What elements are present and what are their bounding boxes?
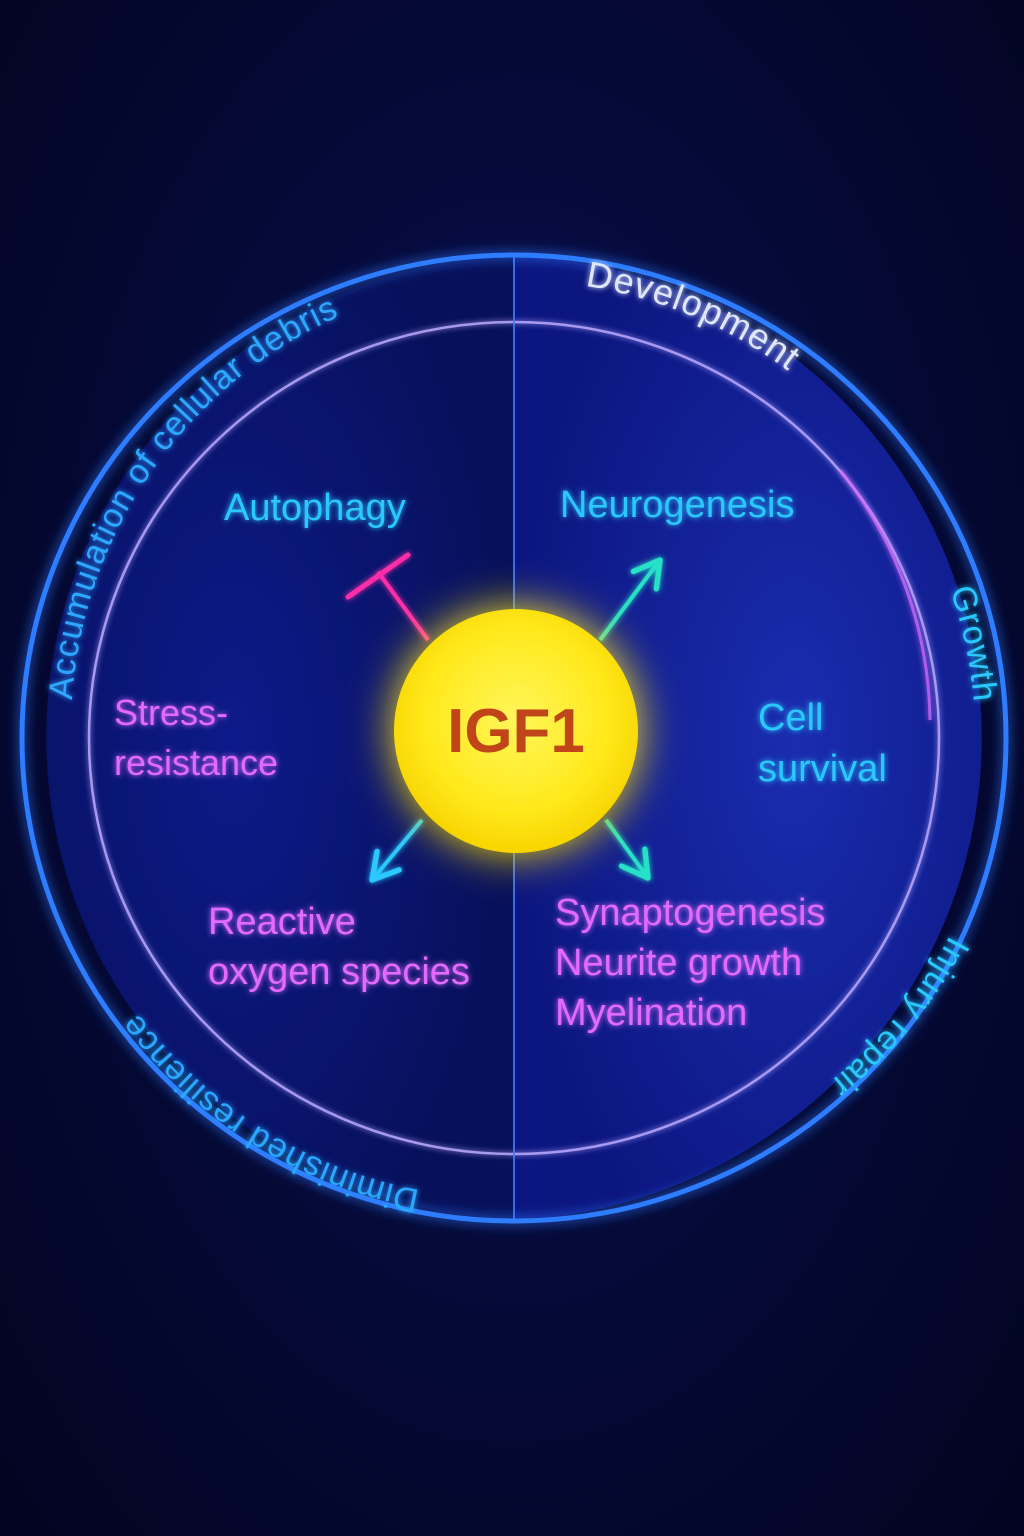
stress-label-line1: Stress-: [114, 692, 228, 733]
myelination-label: Myelination: [555, 992, 747, 1034]
neurogenesis-arrow: [598, 557, 663, 642]
left-half-disc: [46, 255, 515, 1220]
autophagy-inhibit-bar: [345, 552, 411, 600]
autophagy-inhibit-line: [376, 570, 430, 642]
stress-label-line2: resistance: [114, 742, 278, 783]
ros-arrow: [369, 818, 424, 883]
autophagy-label: Autophagy: [224, 487, 406, 529]
neurogenesis-label: Neurogenesis: [560, 484, 794, 526]
synaptogenesis-arrow: [604, 818, 651, 881]
inner-ring-accent: [838, 469, 932, 721]
right-half-disc: [514, 255, 982, 1220]
cell-survival-line1: Cell: [758, 697, 823, 739]
ros-label-line2: oxygen species: [208, 951, 470, 993]
neurite-growth-label: Neurite growth: [555, 942, 802, 984]
ros-label-line1: Reactive: [208, 901, 356, 943]
igf1-label: IGF1: [447, 697, 585, 766]
synaptogenesis-label: Synaptogenesis: [555, 892, 825, 934]
igf1-node: [394, 609, 638, 853]
cell-survival-line2: survival: [758, 748, 887, 790]
